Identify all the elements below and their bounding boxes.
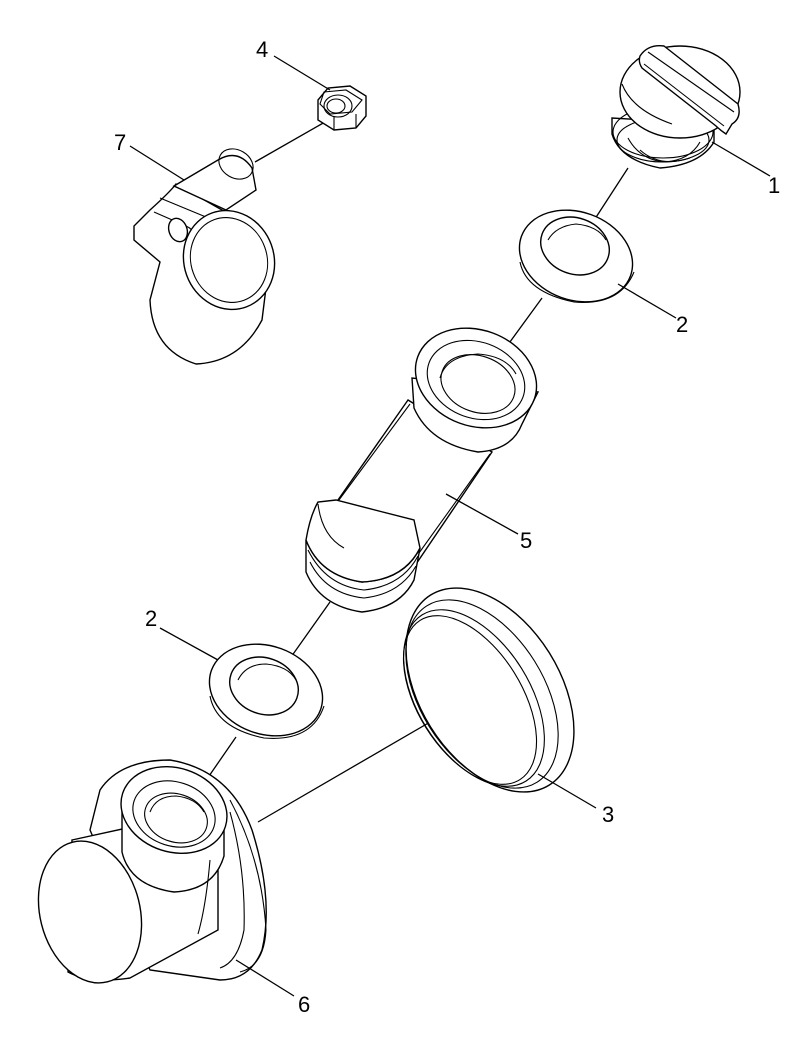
part-2-lower-washer: [208, 643, 325, 739]
part-6-tee-body: [37, 759, 267, 984]
leader-lines: [129, 55, 771, 997]
callout-7: 7: [114, 130, 126, 155]
callout-5: 5: [520, 528, 532, 553]
callout-3: 3: [602, 802, 614, 827]
part-4-hex-nut: [317, 85, 367, 131]
callout-2-upper: 2: [676, 312, 688, 337]
part-2-upper-washer: [518, 209, 635, 303]
part-1-slotted-plug: [611, 45, 741, 169]
callout-4: 4: [256, 37, 268, 62]
part-5-tube: [305, 327, 540, 613]
part-3-large-ring: [402, 587, 575, 793]
callout-1: 1: [768, 173, 780, 198]
callout-labels: 1 2 5 2 3 6 4 7: [114, 37, 780, 1017]
callout-2-lower: 2: [145, 606, 157, 631]
callout-6: 6: [298, 992, 310, 1017]
part-7-bracket-clip: [133, 148, 276, 365]
